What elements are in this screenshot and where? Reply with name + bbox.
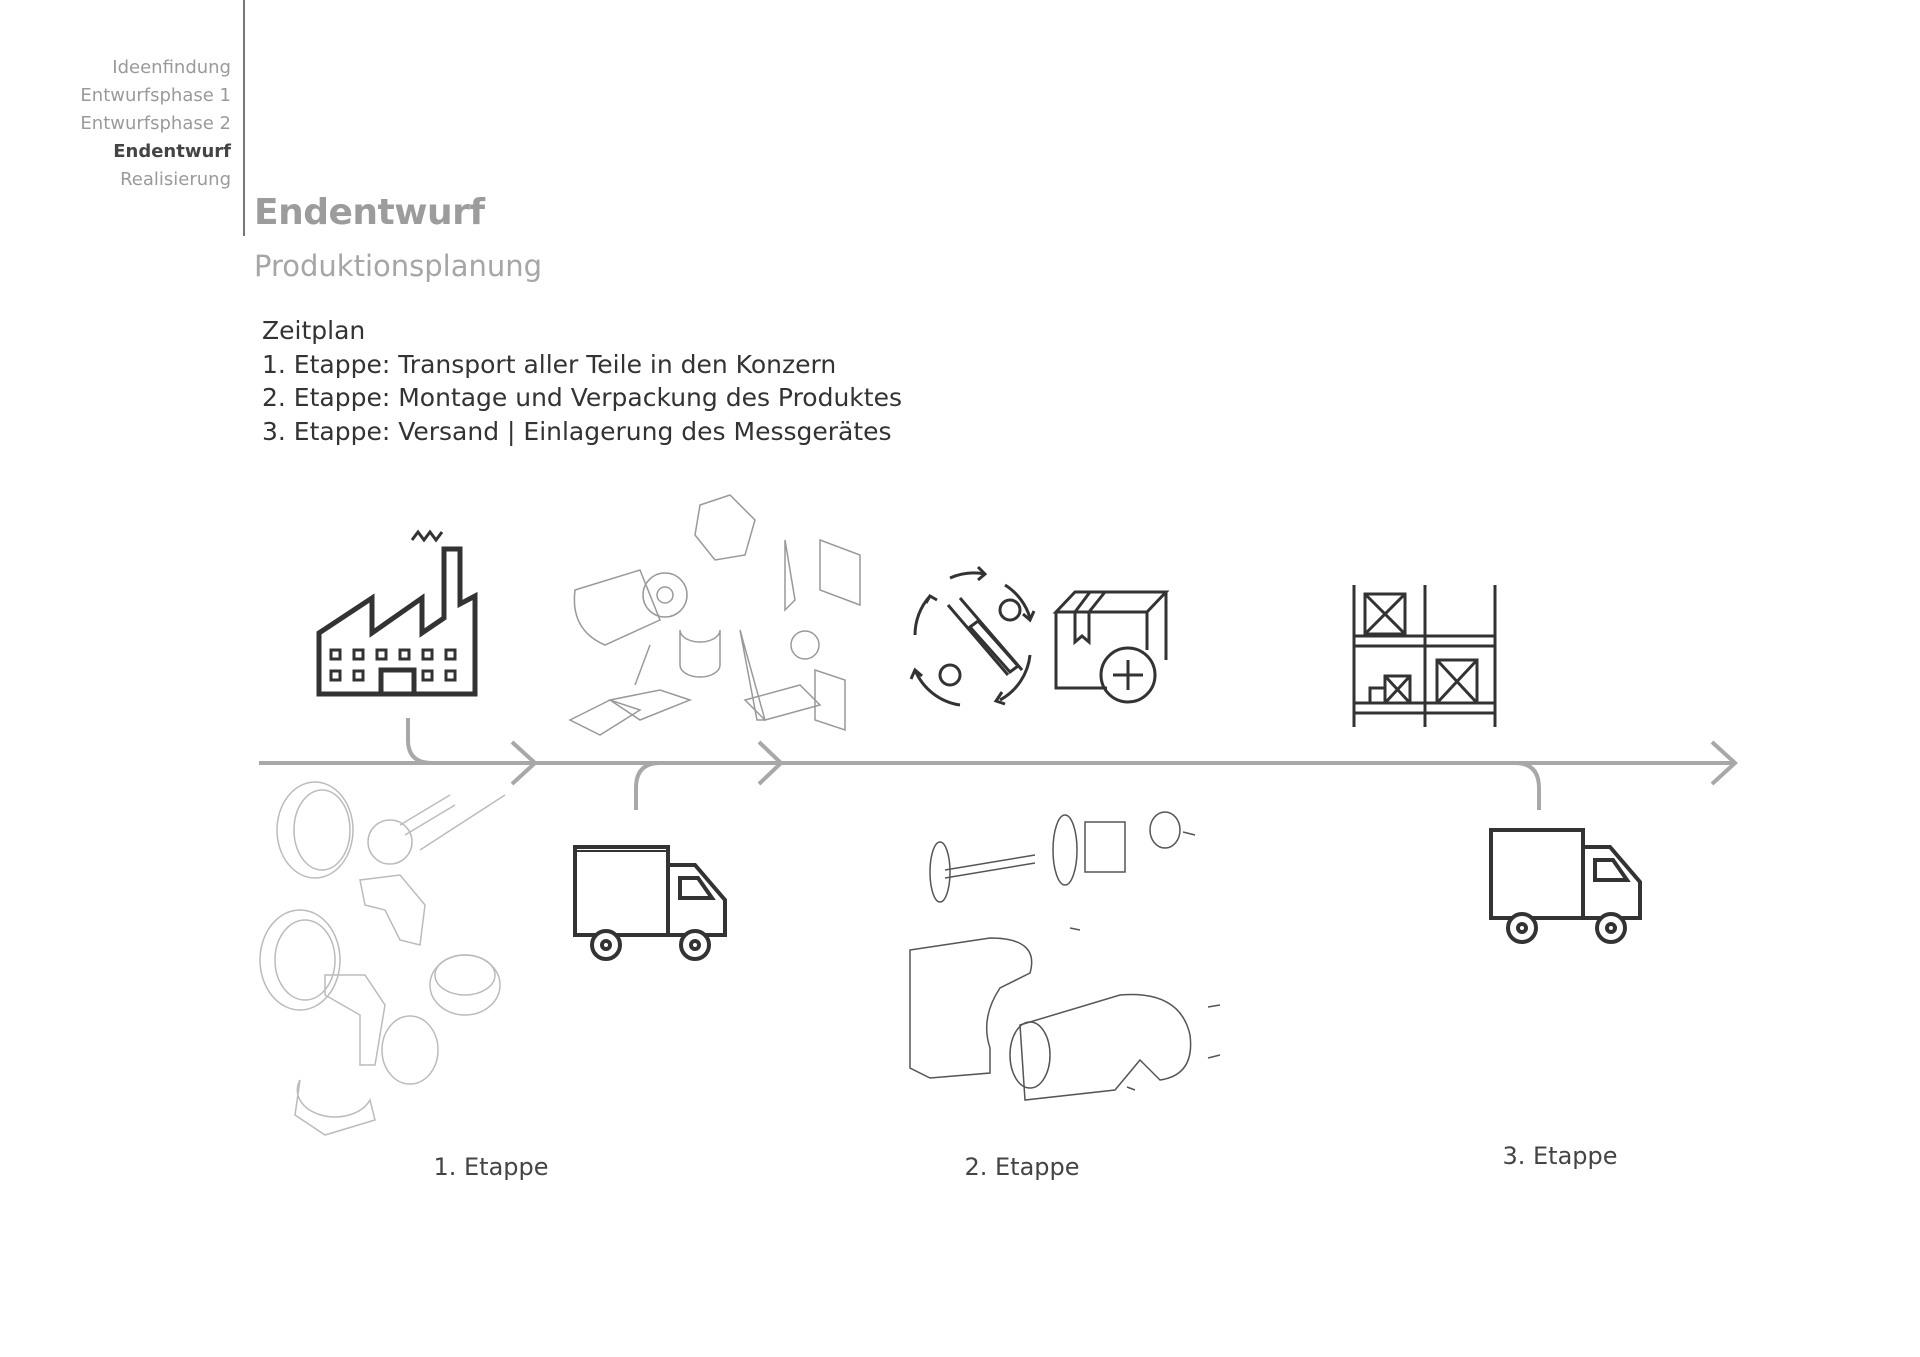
nav-item-ideenfindung[interactable]: Ideenfindung (112, 57, 231, 78)
schedule: Zeitplan 1. Etappe: Transport aller Teil… (262, 314, 902, 448)
schedule-line: 2. Etappe: Montage und Verpackung des Pr… (262, 383, 902, 412)
warehouse-shelf-icon (1352, 585, 1497, 727)
branch-truck-1 (634, 761, 661, 810)
timeline-arrow (259, 718, 1738, 810)
stage-label-2: 2. Etappe (964, 1153, 1080, 1181)
schedule-line: 3. Etappe: Versand | Einlagerung des Mes… (262, 416, 892, 446)
stage-label-1: 1. Etappe (433, 1153, 549, 1181)
nav-item-realisierung[interactable]: Realisierung (120, 169, 231, 190)
stage-label-3: 3. Etappe (1502, 1142, 1618, 1170)
schedule-line: 1. Etappe: Transport aller Teile in den … (262, 349, 837, 379)
nav-item-entwurfsphase-1[interactable]: Entwurfsphase 1 (80, 85, 231, 106)
exploded-parts-stage-1 (259, 781, 506, 1136)
schedule-heading: Zeitplan (262, 316, 366, 345)
nav-item-entwurfsphase-2[interactable]: Entwurfsphase 2 (80, 113, 231, 134)
nav-item-endentwurf[interactable]: Endentwurf (113, 141, 231, 162)
branch-factory (406, 718, 530, 765)
factory-icon (316, 529, 478, 697)
page-title: Endentwurf (254, 192, 485, 233)
chapter-nav: Ideenfindung Entwurfsphase 1 Entwurfspha… (80, 54, 231, 194)
exploded-assembly-stage-2 (909, 811, 1221, 1101)
package-add-icon (1052, 590, 1170, 704)
delivery-truck-icon (573, 845, 727, 961)
page-subtitle: Produktionsplanung (254, 249, 543, 283)
section-divider (243, 0, 245, 236)
assembly-tools-icon (909, 565, 1036, 707)
branch-truck-2 (1514, 761, 1541, 810)
delivery-truck-icon (1489, 828, 1642, 944)
parts-illustration (568, 494, 861, 736)
